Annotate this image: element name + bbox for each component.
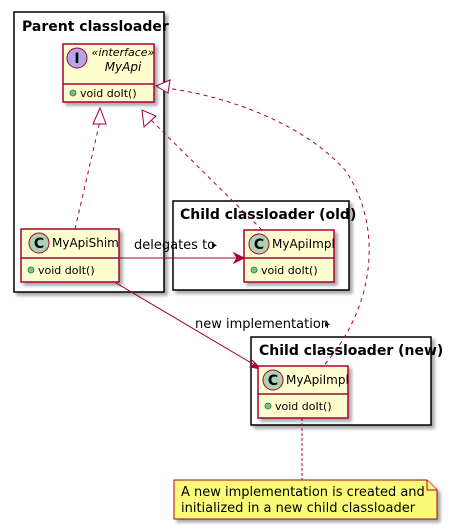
arrowhead-delegates bbox=[232, 251, 246, 265]
edge-label-new-impl-text: new implementation bbox=[195, 317, 329, 332]
package-parent-title: Parent classloader bbox=[22, 19, 169, 35]
class-badge-icon bbox=[28, 232, 50, 254]
impl-new-member: void doIt() bbox=[275, 400, 332, 413]
myapi-stereotype: «interface» bbox=[92, 46, 155, 59]
interface-badge-icon bbox=[66, 47, 88, 69]
edge-label-new-impl: new implementation ▸ bbox=[195, 317, 330, 332]
impl-old-member: void doIt() bbox=[261, 264, 318, 277]
class-badge-icon bbox=[262, 369, 284, 391]
shim-name: MyApiShim bbox=[52, 236, 119, 250]
interface-badge-letter: I bbox=[74, 51, 79, 67]
public-member-icon bbox=[27, 266, 35, 274]
class-badge-letter: C bbox=[268, 373, 278, 389]
class-myapiimpl-old[interactable]: C MyApiImpl void doIt() bbox=[243, 229, 335, 283]
edge-label-delegates-arrow: ▸ bbox=[212, 240, 217, 251]
note-line-1: A new implementation is created and bbox=[181, 485, 425, 500]
public-member-icon bbox=[250, 266, 258, 274]
edge-impl-new-realizes-myapi bbox=[165, 87, 370, 365]
edges bbox=[74, 87, 370, 480]
note: A new implementation is created and init… bbox=[173, 479, 438, 520]
arrowheads bbox=[92, 79, 263, 370]
myapi-member: void doIt() bbox=[80, 87, 137, 100]
arrowhead-impl-old-myapi bbox=[141, 109, 157, 129]
edge-impl-old-realizes-myapi bbox=[147, 116, 263, 231]
class-badge-letter: C bbox=[254, 237, 264, 253]
public-member-icon bbox=[69, 89, 77, 97]
arrowhead-shim-myapi bbox=[92, 106, 107, 125]
edge-label-new-impl-arrow: ▸ bbox=[325, 319, 330, 330]
edge-shim-realizes-myapi bbox=[74, 120, 101, 230]
impl-new-name: MyApiImpl bbox=[286, 373, 349, 387]
class-myapishim[interactable]: C MyApiShim void doIt() bbox=[20, 228, 120, 283]
edge-label-delegates-text: delegates to bbox=[134, 238, 215, 253]
impl-old-name: MyApiImpl bbox=[272, 237, 335, 251]
arrowhead-impl-new-myapi bbox=[154, 79, 171, 94]
class-badge-letter: C bbox=[34, 236, 44, 252]
note-line-2: initialized in a new child classloader bbox=[181, 501, 416, 516]
edge-new-implementation bbox=[115, 282, 259, 368]
myapi-name: MyApi bbox=[105, 60, 142, 74]
edge-label-delegates: delegates to ▸ bbox=[134, 238, 217, 253]
package-child-new-title: Child classloader (new) bbox=[259, 343, 443, 359]
class-myapiimpl-new[interactable]: C MyApiImpl void doIt() bbox=[257, 365, 349, 419]
class-myapi[interactable]: I «interface» MyApi void doIt() bbox=[62, 43, 155, 103]
public-member-icon bbox=[264, 402, 272, 410]
shim-member: void doIt() bbox=[38, 264, 95, 277]
package-child-old-title: Child classloader (old) bbox=[180, 207, 356, 223]
class-badge-icon bbox=[248, 233, 270, 255]
